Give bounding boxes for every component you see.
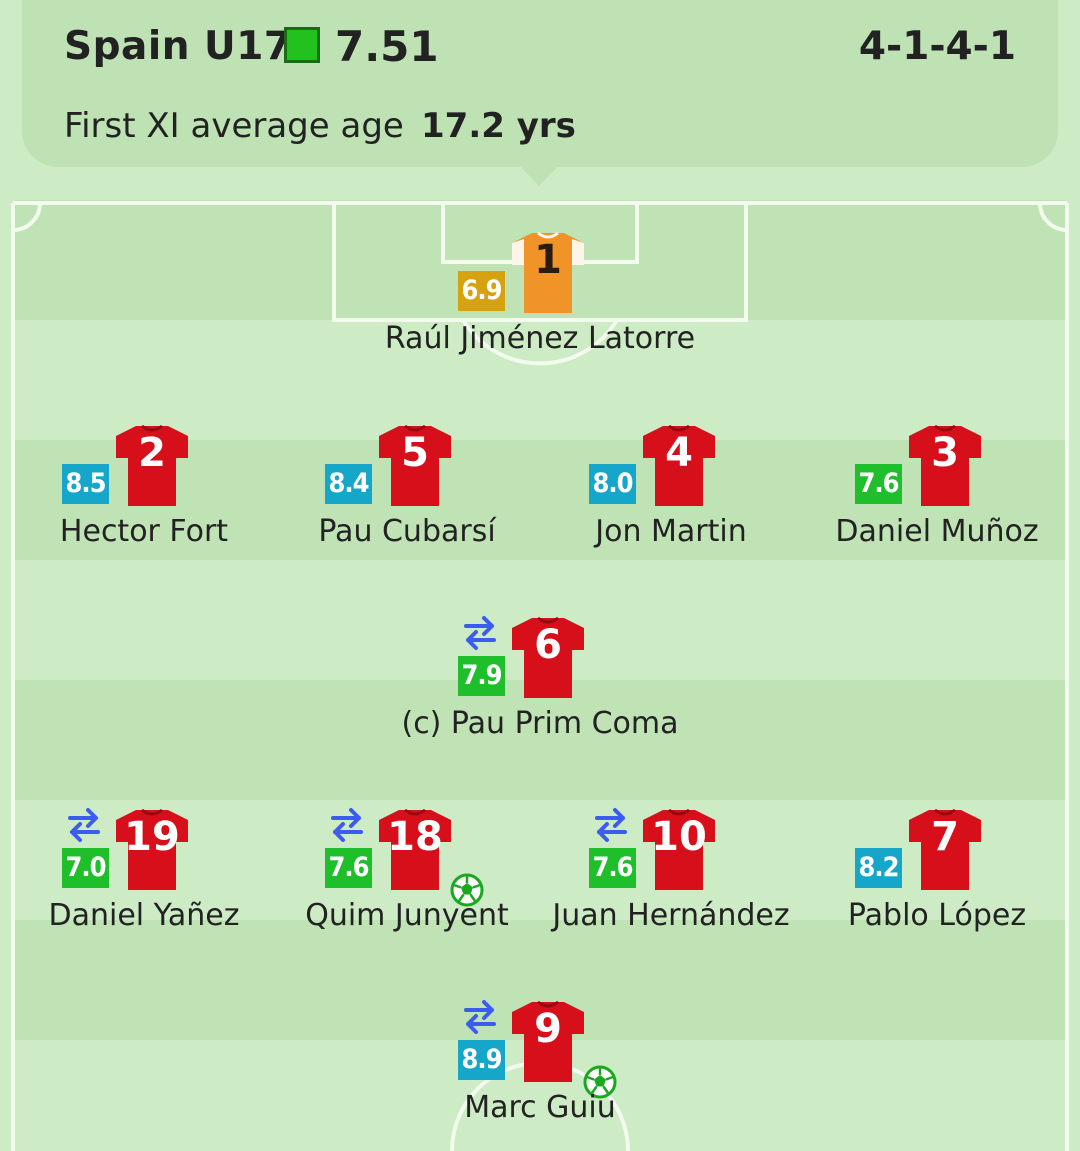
player-name[interactable]: Jon Martin: [595, 514, 747, 549]
shirt-number: 7: [931, 814, 959, 860]
shirt-icon: [510, 616, 586, 700]
player-rating: 8.9: [458, 1040, 505, 1080]
shirt-icon: [907, 808, 983, 892]
shirt-icon: [377, 424, 453, 508]
player-name[interactable]: (c) Pau Prim Coma: [401, 706, 679, 741]
pitch-lines: [11, 201, 1069, 1151]
shirt-number: 18: [387, 814, 443, 860]
shirt-icon: [641, 808, 717, 892]
player-rating: 7.6: [855, 464, 902, 504]
shirt-icon: [510, 1000, 586, 1084]
player-rating: 7.0: [62, 848, 109, 888]
player-rating: 8.0: [589, 464, 636, 504]
shirt-icon: [907, 424, 983, 508]
player-name[interactable]: Juan Hernández: [552, 898, 790, 933]
average-age-value: 17.2 yrs: [421, 106, 576, 146]
player-rating: 8.5: [62, 464, 109, 504]
player-rating: 8.4: [325, 464, 372, 504]
substitution-icon: [591, 804, 631, 844]
substitution-icon: [64, 804, 104, 844]
shirt-number: 9: [534, 1006, 562, 1052]
substitution-icon: [460, 612, 500, 652]
team-header-card: Spain U17 7.51 4-1-4-1 First XI average …: [22, 0, 1058, 167]
player-name[interactable]: Quim Junyent: [305, 898, 509, 933]
player-name[interactable]: Raúl Jiménez Latorre: [384, 321, 696, 356]
goal-ball-icon: [449, 872, 485, 908]
shirt-icon: [114, 808, 190, 892]
player-rating: 8.2: [855, 848, 902, 888]
average-age-label: First XI average age: [64, 106, 404, 146]
player-name[interactable]: Pau Cubarsí: [318, 514, 496, 549]
formation: 4-1-4-1: [858, 24, 1016, 69]
goal-ball-icon: [582, 1064, 618, 1100]
team-rating: 7.51: [335, 22, 439, 71]
header-pointer: [520, 166, 558, 186]
shirt-number: 1: [534, 237, 562, 283]
shirt-icon: [641, 424, 717, 508]
pitch-stripe: [15, 680, 1065, 800]
player-rating: 7.6: [589, 848, 636, 888]
shirt-number: 10: [651, 814, 707, 860]
player-name[interactable]: Pablo López: [847, 898, 1027, 933]
shirt-number: 3: [931, 430, 959, 476]
shirt-number: 5: [401, 430, 429, 476]
shirt-icon: [114, 424, 190, 508]
player-rating: 7.6: [325, 848, 372, 888]
player-name[interactable]: Hector Fort: [59, 514, 229, 549]
player-name[interactable]: Daniel Muñoz: [835, 514, 1039, 549]
team-name[interactable]: Spain U17: [64, 24, 292, 69]
shirt-icon: [377, 808, 453, 892]
shirt-number: 4: [665, 430, 693, 476]
shirt-number: 2: [138, 430, 166, 476]
player-rating: 7.9: [458, 656, 505, 696]
keeper-shirt-icon: [510, 231, 586, 315]
shirt-number: 19: [124, 814, 180, 860]
team-rating-square-icon: [284, 27, 320, 63]
shirt-number: 6: [534, 622, 562, 668]
player-name[interactable]: Marc Guiu: [464, 1090, 616, 1125]
substitution-icon: [460, 996, 500, 1036]
player-rating: 6.9: [458, 271, 505, 311]
substitution-icon: [327, 804, 367, 844]
player-name[interactable]: Daniel Yañez: [48, 898, 240, 933]
